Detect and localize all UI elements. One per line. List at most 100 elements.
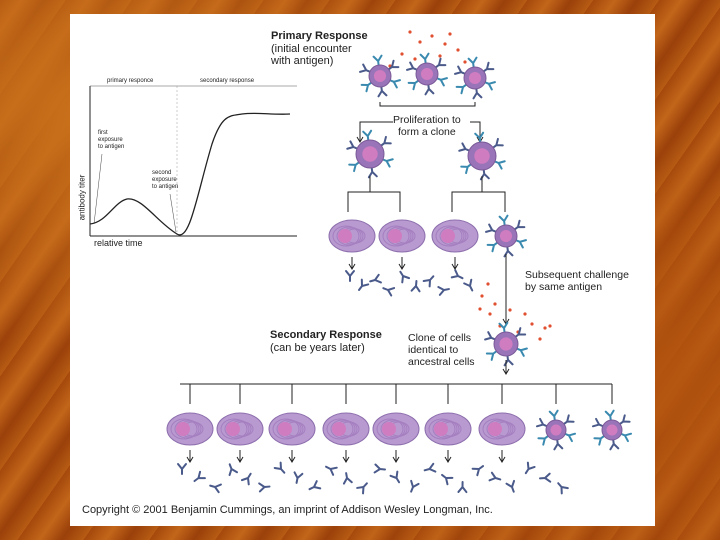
antibody-secondary bbox=[539, 472, 552, 483]
antibody-secondary bbox=[240, 472, 252, 486]
secondary-plasma-3-nucleus bbox=[278, 422, 292, 436]
secondary-plasma-3-er bbox=[272, 418, 300, 440]
antigen-dot-secondary bbox=[538, 337, 542, 341]
antibody-secondary bbox=[228, 463, 239, 477]
antigen-dot bbox=[418, 40, 422, 44]
arrow-plasma-1-head bbox=[348, 263, 356, 270]
antibody-secondary bbox=[423, 462, 437, 473]
secondary-response-subtitle: (can be years later) bbox=[270, 342, 365, 354]
antibody-secondary bbox=[293, 471, 304, 484]
plasma-cell-2-er bbox=[386, 226, 412, 246]
secondary-plasma-2-er bbox=[224, 419, 250, 439]
connector-left bbox=[359, 121, 393, 129]
slide: Primary Response (initial encounter with… bbox=[70, 14, 655, 526]
antibody-secondary bbox=[177, 463, 187, 475]
plasma-cell-3-er bbox=[439, 226, 465, 246]
first-exposure-label: first exposure to antigen bbox=[98, 130, 125, 150]
antigen-dot-secondary bbox=[493, 302, 497, 306]
antibody-secondary bbox=[373, 463, 386, 474]
graph-x-label: relative time bbox=[94, 238, 143, 248]
antigen-dot bbox=[413, 57, 417, 61]
antigen-dot bbox=[448, 32, 452, 36]
secondary-plasma-1-er bbox=[174, 419, 200, 439]
second-exposure-label: second exposure to antigen bbox=[152, 170, 179, 190]
branch-right bbox=[451, 176, 506, 212]
plasma-cell-2-er bbox=[382, 225, 410, 247]
antigen-dot bbox=[456, 48, 460, 52]
secondary-plasma-5-er bbox=[380, 419, 406, 439]
graph-secondary-label: secondary response bbox=[200, 78, 255, 84]
clonal-selection-diagram bbox=[166, 30, 633, 495]
first-exposure-pointer bbox=[93, 153, 103, 225]
antigen-dot-secondary bbox=[543, 326, 547, 330]
arrow-secondary-plasma-5-head bbox=[392, 456, 400, 463]
clone-of-cells-label: Clone of cells identical to ancestral ce… bbox=[408, 332, 475, 368]
antibody-secondary bbox=[557, 482, 569, 495]
arrow-secondary-plasma-7-head bbox=[498, 456, 506, 463]
antibody-curve bbox=[89, 112, 291, 236]
antigen-dot bbox=[443, 42, 447, 46]
antibody-secondary bbox=[505, 479, 516, 493]
antigen-dot-secondary bbox=[530, 322, 534, 326]
secondary-plasma-6-er bbox=[432, 419, 458, 439]
plasma-cell-3-nucleus bbox=[441, 229, 455, 243]
secondary-plasma-2-nucleus bbox=[226, 422, 240, 436]
secondary-plasma-6-nucleus bbox=[434, 422, 448, 436]
antibody-secondary bbox=[325, 465, 338, 476]
antibody-secondary bbox=[471, 465, 485, 477]
connector-right bbox=[470, 121, 481, 129]
antigen-dot-secondary bbox=[548, 324, 552, 328]
graph-primary-label: primary responce bbox=[107, 78, 154, 84]
proliferation-label: Proliferation to form a clone bbox=[393, 114, 461, 138]
plasma-cell-1-nucleus bbox=[338, 229, 352, 243]
antibody-secondary bbox=[209, 483, 222, 494]
antigen-dot-secondary bbox=[486, 282, 490, 286]
plasma-cell-3-er bbox=[435, 225, 463, 247]
antibody-primary bbox=[357, 278, 370, 291]
antibody-primary bbox=[410, 280, 421, 293]
antibody-secondary bbox=[356, 482, 368, 495]
arrow-to-secondary-clone-head bbox=[502, 368, 510, 375]
graph-y-label: antibody titer bbox=[77, 174, 87, 221]
proliferation-bracket bbox=[379, 102, 476, 107]
antigen-dot-secondary bbox=[480, 294, 484, 298]
antigen-dot-secondary bbox=[523, 312, 527, 316]
secondary-plasma-3-er bbox=[276, 419, 302, 439]
secondary-response-title: Secondary Response bbox=[270, 329, 382, 341]
antibody-primary bbox=[437, 286, 450, 296]
copyright-notice: Copyright © 2001 Benjamin Cummings, an i… bbox=[82, 504, 493, 516]
subsequent-challenge-label: Subsequent challenge by same antigen bbox=[525, 269, 629, 293]
secondary-plasma-7-er bbox=[486, 419, 512, 439]
secondary-plasma-7-nucleus bbox=[488, 422, 502, 436]
plasma-cell-1-er bbox=[336, 226, 362, 246]
arrow-secondary-plasma-1-head bbox=[186, 456, 194, 463]
antibody-primary bbox=[345, 270, 355, 282]
antigen-dot-secondary bbox=[508, 308, 512, 312]
arrow-secondary-plasma-4-head bbox=[342, 456, 350, 463]
arrow-plasma-3-head bbox=[451, 263, 459, 270]
secondary-plasma-5-er bbox=[376, 418, 404, 440]
antibody-primary bbox=[369, 273, 382, 284]
graph-svg bbox=[89, 85, 297, 237]
secondary-plasma-1-er bbox=[170, 418, 198, 440]
arrow-secondary-plasma-2-head bbox=[236, 456, 244, 463]
clone-cell-left-nucleus bbox=[362, 146, 378, 162]
antibody-secondary bbox=[389, 470, 401, 484]
antigen-dot-secondary bbox=[488, 312, 492, 316]
memory-cell-secondary-nucleus bbox=[499, 337, 513, 351]
antibody-primary bbox=[399, 270, 411, 284]
antigen-dot bbox=[463, 60, 467, 64]
primary-response-subtitle: (initial encounter with antigen) bbox=[271, 43, 352, 67]
antibody-titer-graph: primary responce secondary response firs… bbox=[72, 74, 310, 256]
antibody-primary bbox=[422, 275, 435, 288]
arrow-to-clone-left-head bbox=[356, 136, 364, 143]
antigen-dot bbox=[438, 54, 442, 58]
antibody-primary bbox=[382, 287, 396, 297]
secondary-plasma-1-nucleus bbox=[176, 422, 190, 436]
arrow-secondary-plasma-6-head bbox=[444, 456, 452, 463]
secondary-plasma-4-nucleus bbox=[332, 422, 346, 436]
antibody-secondary bbox=[410, 479, 420, 493]
plasma-cell-1-er bbox=[332, 225, 360, 247]
antibody-secondary bbox=[524, 461, 536, 475]
secondary-plasma-5-nucleus bbox=[382, 422, 396, 436]
